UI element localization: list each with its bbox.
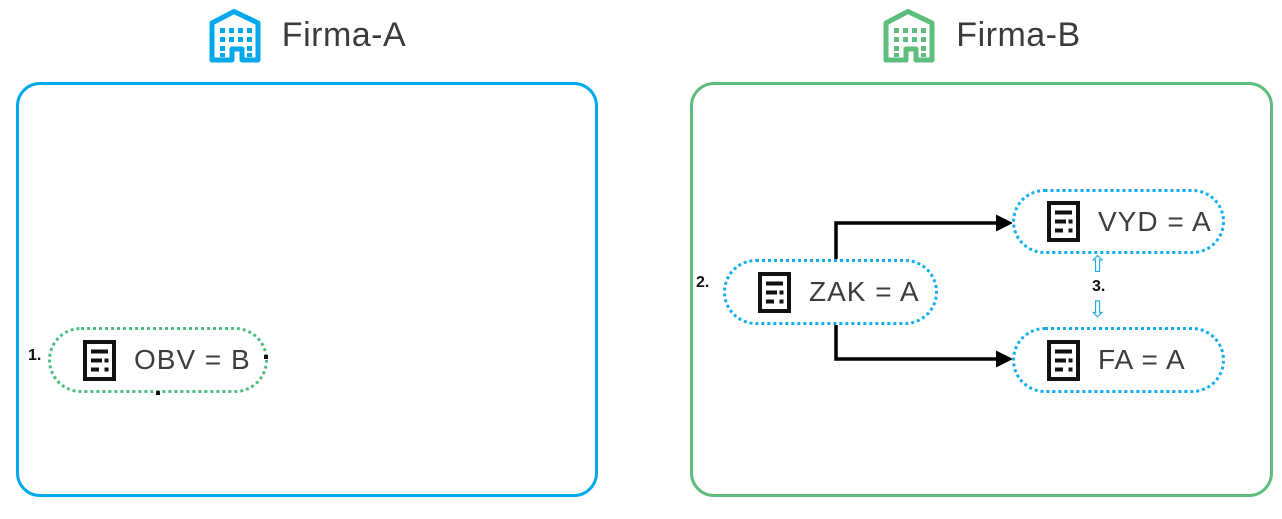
document-icon <box>83 339 116 381</box>
building-icon <box>883 9 935 63</box>
node-vyd-label: VYD = A <box>1098 205 1212 237</box>
node-obv-label: OBV = B <box>134 344 251 375</box>
company-a-box <box>16 82 598 497</box>
node-zak: ZAK = A <box>723 259 938 325</box>
node-fa: FA = A <box>1012 327 1225 393</box>
document-icon <box>1047 339 1080 381</box>
up-block-arrow-icon: ⇧ <box>1088 252 1108 278</box>
document-icon <box>758 271 791 313</box>
company-b-title: Firma-B <box>956 15 1081 54</box>
step-label-1: 1. <box>28 347 42 364</box>
company-a-header: Firma-A <box>16 5 598 65</box>
node-obv: OBV = B <box>48 327 268 393</box>
node-zak-label: ZAK = A <box>809 276 920 307</box>
company-a-title: Firma-A <box>281 15 407 54</box>
down-block-arrow-icon: ⇩ <box>1088 297 1108 323</box>
glue-point-dot <box>264 355 268 359</box>
step-label-3: 3. <box>1092 278 1106 295</box>
node-vyd: VYD = A <box>1012 189 1225 254</box>
step-label-2: 2. <box>696 274 710 291</box>
company-b-header: Firma-B <box>690 5 1273 65</box>
node-fa-label: FA = A <box>1098 344 1186 375</box>
building-icon <box>209 9 261 63</box>
document-icon <box>1047 201 1080 242</box>
glue-point-dot <box>156 391 160 395</box>
